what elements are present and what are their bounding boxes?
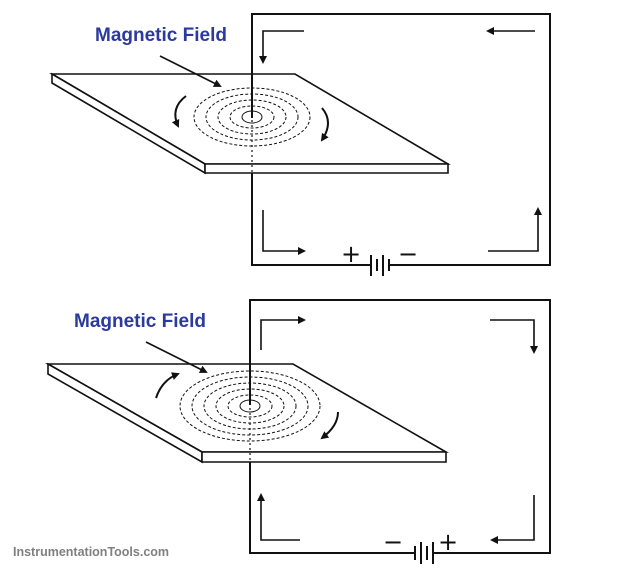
bottom-battery-symbol [398, 540, 446, 567]
top-field-rings [193, 87, 311, 147]
bottom-magnetic-field-label: Magnetic Field [74, 311, 206, 332]
bottom-battery-positive-sign: + [438, 528, 459, 556]
bottom-diagram [44, 299, 551, 567]
bottom-field-arrow-left [155, 372, 180, 399]
bottom-current-arrows [257, 316, 538, 544]
top-label-pointer [159, 55, 222, 87]
top-field-arrow-right [320, 107, 329, 142]
bottom-plate [44, 362, 449, 464]
bottom-battery-negative-sign: − [383, 528, 404, 556]
bottom-field-rings [179, 370, 321, 442]
top-current-arrows [259, 27, 542, 255]
top-field-arrow-left [171, 95, 187, 128]
bottom-field-arrow-right [320, 411, 339, 440]
top-battery-negative-sign: − [398, 240, 419, 268]
top-magnetic-field-label: Magnetic Field [95, 25, 227, 46]
top-plate [49, 72, 451, 175]
watermark-text: InstrumentationTools.com [13, 545, 170, 559]
bottom-label-pointer [145, 341, 208, 373]
top-battery-positive-sign: + [341, 240, 362, 268]
top-diagram [49, 13, 551, 278]
top-battery-symbol [352, 252, 400, 278]
